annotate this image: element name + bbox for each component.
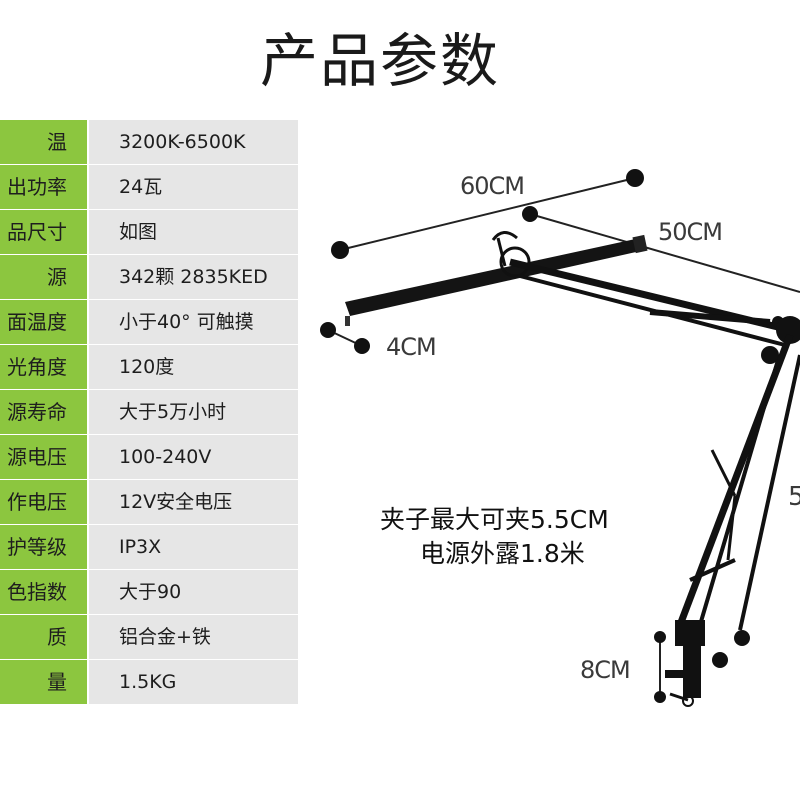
light-bar bbox=[345, 238, 645, 316]
spec-label: 温 bbox=[0, 120, 87, 164]
spec-value: IP3X bbox=[89, 525, 298, 569]
spec-row: 品尺寸 如图 bbox=[0, 210, 298, 255]
clamp-note: 夹子最大可夹5.5CM bbox=[380, 505, 609, 534]
spec-label: 量 bbox=[0, 660, 87, 704]
spec-value: 铝合金+铁 bbox=[89, 615, 298, 659]
spec-label: 源电压 bbox=[0, 435, 87, 479]
clamp-head bbox=[675, 620, 705, 646]
spec-value: 100-240V bbox=[89, 435, 298, 479]
dimension-label-4: 4CM bbox=[386, 333, 437, 361]
spec-label: 源 bbox=[0, 255, 87, 299]
spec-value: 24瓦 bbox=[89, 165, 298, 209]
spec-value: 3200K-6500K bbox=[89, 120, 298, 164]
spec-value: 342颗 2835KED bbox=[89, 255, 298, 299]
dimension-label-60: 60CM bbox=[460, 172, 525, 200]
dimension-dot bbox=[626, 169, 644, 187]
dimension-dot bbox=[654, 691, 666, 703]
spec-value: 120度 bbox=[89, 345, 298, 389]
dimension-dot bbox=[734, 630, 750, 646]
dimension-dot bbox=[331, 241, 349, 259]
dimension-line-60 bbox=[339, 177, 636, 251]
hinge-joint bbox=[499, 246, 531, 278]
spec-label: 光角度 bbox=[0, 345, 87, 389]
dimension-label-cut: 5 bbox=[788, 482, 800, 512]
spec-row: 源电压 100-240V bbox=[0, 435, 298, 480]
cable-note: 电源外露1.8米 bbox=[420, 539, 585, 568]
spec-row: 温 3200K-6500K bbox=[0, 120, 298, 165]
spec-row: 护等级 IP3X bbox=[0, 525, 298, 570]
spec-value: 小于40° 可触摸 bbox=[89, 300, 298, 344]
spec-row: 量 1.5KG bbox=[0, 660, 298, 705]
spec-value: 12V安全电压 bbox=[89, 480, 298, 524]
spec-row: 光角度 120度 bbox=[0, 345, 298, 390]
spec-label: 品尺寸 bbox=[0, 210, 87, 254]
page-title: 产品参数 bbox=[259, 27, 500, 95]
spec-row: 色指数 大于90 bbox=[0, 570, 298, 615]
spec-label: 作电压 bbox=[0, 480, 87, 524]
spec-row: 质 铝合金+铁 bbox=[0, 615, 298, 660]
spec-row: 面温度 小于40° 可触摸 bbox=[0, 300, 298, 345]
dimension-dot bbox=[354, 338, 370, 354]
spec-row: 出功率 24瓦 bbox=[0, 165, 298, 210]
dimension-dot bbox=[654, 631, 666, 643]
dimension-line-50 bbox=[529, 213, 800, 293]
dimension-label-50: 50CM bbox=[658, 218, 723, 246]
dimension-dot bbox=[320, 322, 336, 338]
spec-label: 护等级 bbox=[0, 525, 87, 569]
spec-label: 色指数 bbox=[0, 570, 87, 614]
spec-value: 大于5万小时 bbox=[89, 390, 298, 434]
spec-label: 面温度 bbox=[0, 300, 87, 344]
spec-table: 温 3200K-6500K 出功率 24瓦 品尺寸 如图 源 342颗 2835… bbox=[0, 120, 298, 705]
clamp-body bbox=[683, 646, 701, 698]
spec-label: 源寿命 bbox=[0, 390, 87, 434]
spec-label: 质 bbox=[0, 615, 87, 659]
dimension-dot bbox=[522, 206, 538, 222]
spec-value: 如图 bbox=[89, 210, 298, 254]
spec-value: 大于90 bbox=[89, 570, 298, 614]
spec-label: 出功率 bbox=[0, 165, 87, 209]
dimension-label-8: 8CM bbox=[580, 656, 631, 684]
spec-value: 1.5KG bbox=[89, 660, 298, 704]
spec-row: 作电压 12V安全电压 bbox=[0, 480, 298, 525]
lamp-diagram bbox=[320, 169, 800, 707]
spec-row: 源寿命 大于5万小时 bbox=[0, 390, 298, 435]
spec-row: 源 342颗 2835KED bbox=[0, 255, 298, 300]
elbow-joint bbox=[776, 316, 800, 344]
